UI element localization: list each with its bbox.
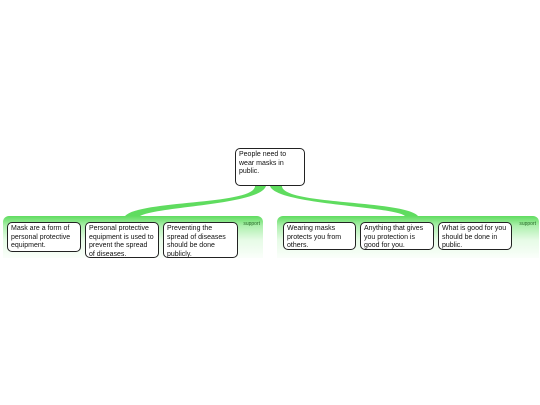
premise-node[interactable]: Preventing the spread of diseases should… — [163, 222, 238, 258]
premise-node[interactable]: Wearing masks protects you from others. — [283, 222, 356, 250]
premise-node-text: Mask are a form of personal protective e… — [11, 225, 71, 249]
premise-node[interactable]: Mask are a form of personal protective e… — [7, 222, 81, 252]
premise-node-text: Preventing the spread of diseases should… — [167, 225, 226, 258]
root-node[interactable]: People need to wear masks in public. — [235, 148, 305, 186]
group-label: support — [243, 221, 260, 227]
group-label: support — [519, 221, 536, 227]
premise-node-text: Wearing masks protects you from others. — [287, 225, 342, 249]
premise-node[interactable]: What is good for you should be done in p… — [438, 222, 512, 250]
premise-node[interactable]: Anything that gives you protection is go… — [360, 222, 434, 250]
premise-node-text: What is good for you should be done in p… — [442, 225, 507, 249]
connector-right — [270, 186, 418, 216]
connector-left — [125, 186, 266, 216]
root-node-text: People need to wear masks in public. — [239, 151, 287, 175]
premise-node-text: Anything that gives you protection is go… — [364, 225, 424, 249]
premise-node[interactable]: Personal protective equipment is used to… — [85, 222, 159, 258]
premise-node-text: Personal protective equipment is used to… — [89, 225, 154, 258]
